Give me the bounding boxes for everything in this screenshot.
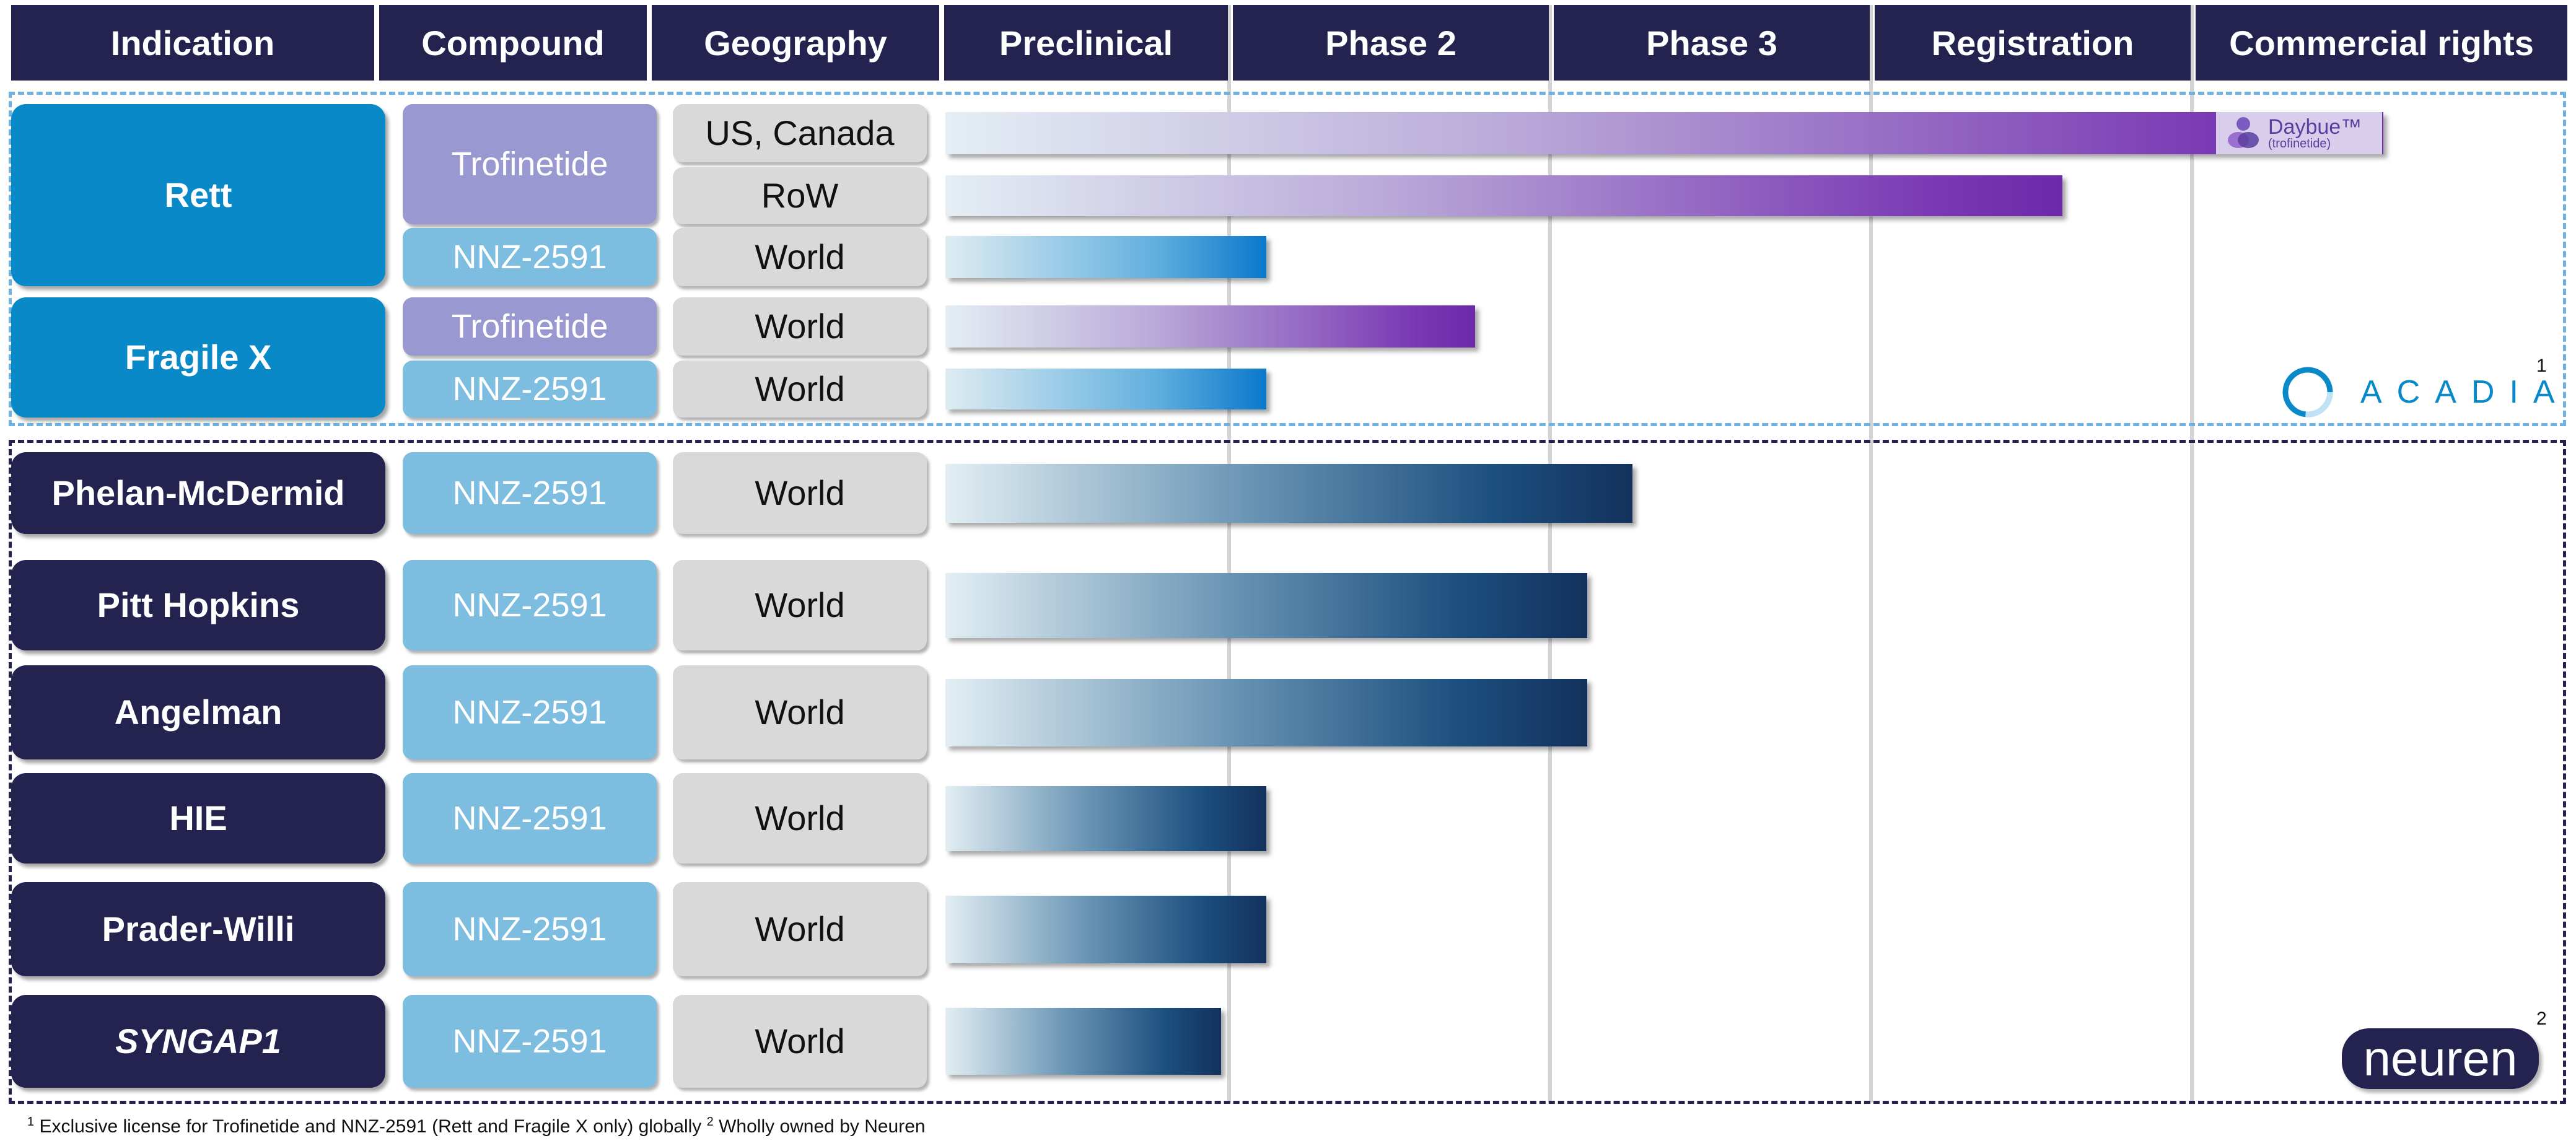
compound-label: NNZ-2591 (403, 452, 657, 534)
footnote-sup-2: 2 (706, 1115, 714, 1129)
column-header: Compound (379, 5, 647, 81)
column-header: Phase 3 (1554, 5, 1870, 81)
indication-label: SYNGAP1 (11, 995, 385, 1088)
acadia-group-box (9, 92, 2566, 426)
compound-label: Trofinetide (403, 104, 657, 224)
daybue-subtitle: (trofinetide) (2268, 137, 2331, 151)
daybue-badge: Daybue™(trofinetide) (2216, 112, 2382, 154)
neuren-footnote-marker: 2 (2536, 1008, 2547, 1029)
geography-label: World (673, 665, 927, 759)
progress-bar (945, 573, 1587, 638)
column-header: Commercial rights (2196, 5, 2567, 81)
column-header: Phase 2 (1233, 5, 1549, 81)
progress-bar (945, 369, 1266, 409)
geography-label: World (673, 297, 927, 356)
geography-label: World (673, 452, 927, 534)
stage-divider (2190, 5, 2194, 1103)
column-header: Preclinical (944, 5, 1228, 81)
progress-bar (945, 786, 1266, 851)
daybue-logo-icon (2228, 117, 2259, 148)
stage-divider (1548, 5, 1552, 1103)
compound-label: NNZ-2591 (403, 995, 657, 1088)
daybue-brand: Daybue™ (2268, 115, 2362, 139)
geography-label: World (673, 882, 927, 976)
acadia-logo: ACADIA (2280, 364, 2570, 420)
indication-label: Phelan-McDermid (11, 452, 385, 534)
indication-label: Prader-Willi (11, 882, 385, 976)
geography-label: World (673, 361, 927, 418)
indication-label: HIE (11, 773, 385, 864)
indication-label: Fragile X (11, 297, 385, 418)
footnote-sup-1: 1 (27, 1115, 35, 1129)
acadia-wordmark: ACADIA (2360, 374, 2570, 410)
geography-label: RoW (673, 167, 927, 224)
progress-bar (945, 679, 1587, 746)
progress-bar (945, 175, 2062, 216)
geography-label: World (673, 773, 927, 864)
compound-label: NNZ-2591 (403, 228, 657, 286)
geography-label: US, Canada (673, 104, 927, 162)
acadia-footnote-marker: 1 (2536, 356, 2547, 376)
acadia-circle-icon (2282, 367, 2333, 418)
compound-label: NNZ-2591 (403, 560, 657, 650)
progress-bar (945, 896, 1266, 963)
column-header: Indication (11, 5, 374, 81)
compound-label: NNZ-2591 (403, 361, 657, 418)
geography-label: World (673, 995, 927, 1088)
progress-bar (945, 464, 1632, 523)
stage-divider (1869, 5, 1873, 1103)
geography-label: World (673, 228, 927, 286)
compound-label: Trofinetide (403, 297, 657, 356)
footnote-text-2: Wholly owned by Neuren (713, 1116, 926, 1137)
neuren-group-box (9, 440, 2566, 1104)
indication-label: Pitt Hopkins (11, 560, 385, 650)
progress-bar (945, 305, 1475, 348)
indication-label: Angelman (11, 665, 385, 759)
column-header: Registration (1875, 5, 2191, 81)
geography-label: World (673, 560, 927, 650)
compound-label: NNZ-2591 (403, 882, 657, 976)
column-header: Geography (652, 5, 939, 81)
progress-bar (945, 112, 2383, 154)
compound-label: NNZ-2591 (403, 665, 657, 759)
progress-bar (945, 1008, 1221, 1075)
footnote: 1 Exclusive license for Trofinetide and … (27, 1115, 926, 1137)
stage-divider (1227, 5, 1231, 1103)
indication-label: Rett (11, 104, 385, 286)
progress-bar (945, 236, 1266, 278)
neuren-logo: neuren (2342, 1028, 2539, 1089)
footnote-text-1: Exclusive license for Trofinetide and NN… (34, 1116, 707, 1137)
compound-label: NNZ-2591 (403, 773, 657, 864)
